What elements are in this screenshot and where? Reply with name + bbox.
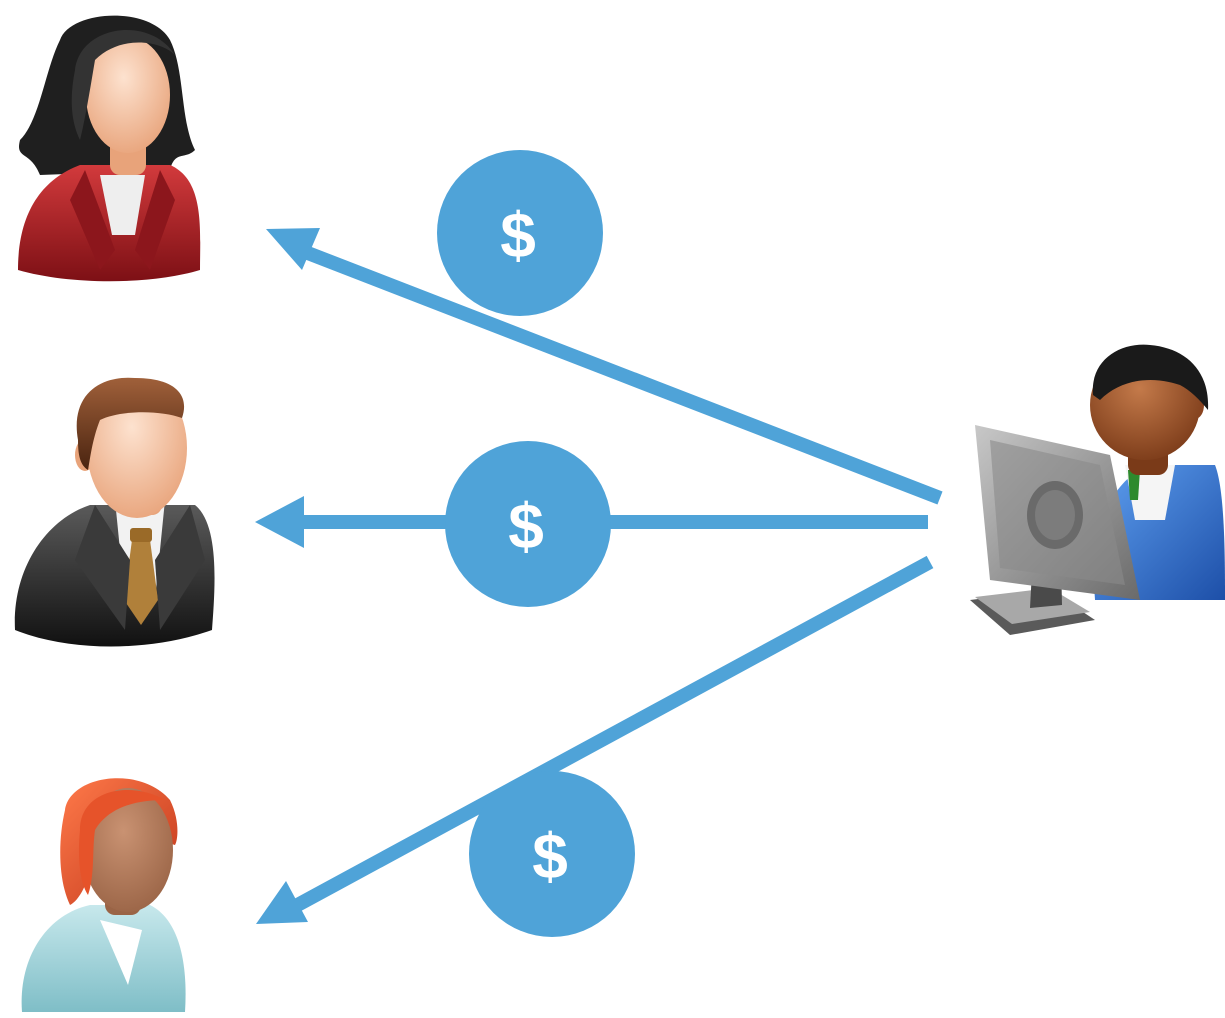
arrow-to-bottom-recipient [256,555,934,924]
coin-top-label: $ [500,199,536,271]
coin-top: $ [437,150,603,316]
redhead-woman-user-icon [21,778,186,1012]
coin-middle: $ [445,441,611,607]
computer-operator-user-icon [970,344,1225,635]
arrow-to-top-recipient [266,228,943,505]
coin-bottom: $ [469,771,635,937]
coin-middle-label: $ [508,490,544,562]
arrow-to-middle-recipient [255,496,928,548]
coin-bottom-label: $ [532,820,568,892]
businessman-user-icon [14,377,215,647]
businesswoman-user-icon [18,15,201,282]
arrows [255,228,943,924]
